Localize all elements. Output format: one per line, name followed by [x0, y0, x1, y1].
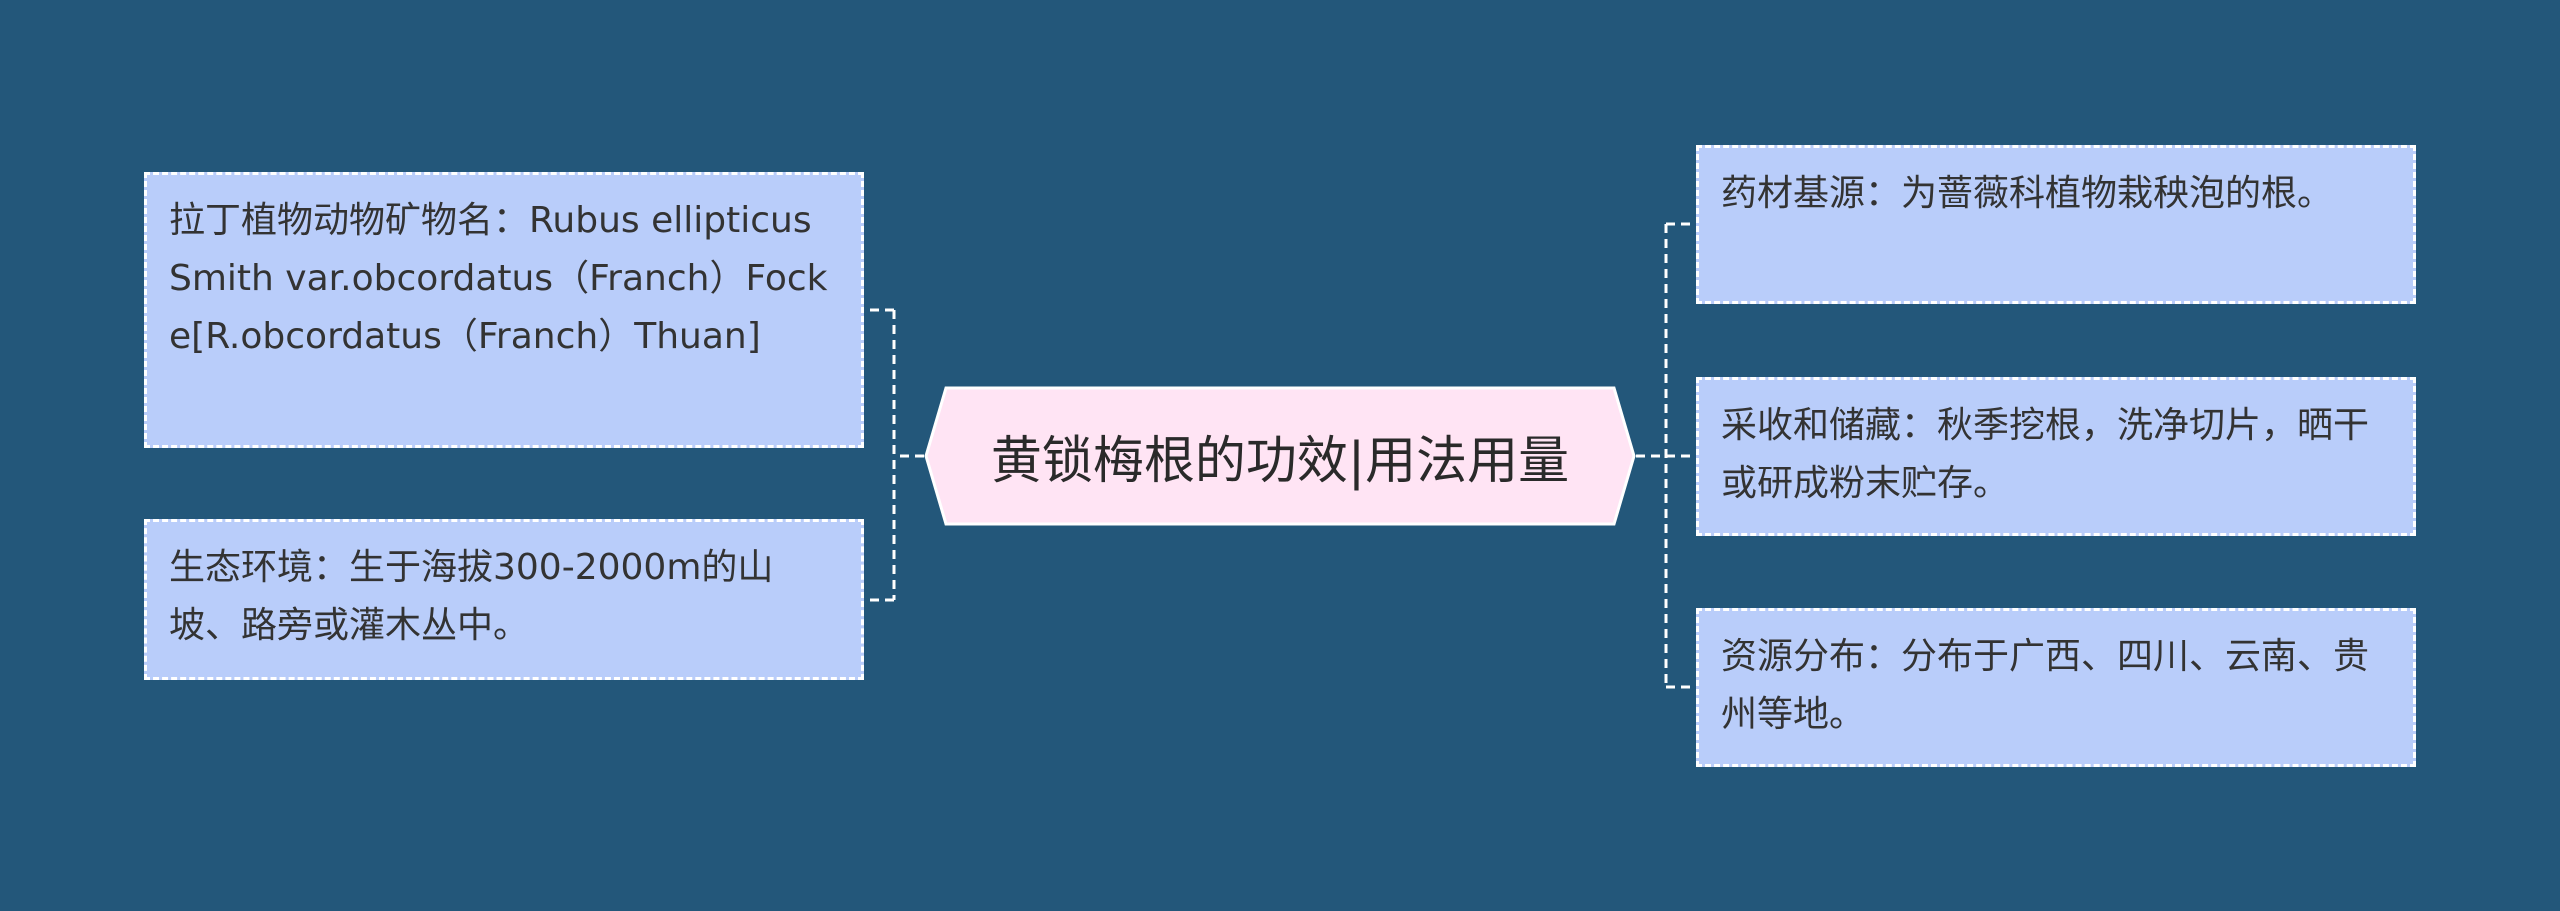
- topic-resource-distribution-text: 资源分布：分布于广西、四川、云南、贵州等地。: [1721, 636, 2370, 735]
- central-topic-title: 黄锁梅根的功效|用法用量: [990, 432, 1570, 491]
- central-topic-shape: [924, 386, 1636, 526]
- topic-resource-distribution[interactable]: 资源分布：分布于广西、四川、云南、贵州等地。: [1696, 608, 2416, 767]
- topic-medicinal-source-text: 药材基源：为蔷薇科植物栽秧泡的根。: [1721, 173, 2334, 214]
- topic-latin-name[interactable]: 拉丁植物动物矿物名：Rubus ellipticus Smith var.obc…: [144, 172, 864, 448]
- topic-harvest-storage-text: 采收和储藏：秋季挖根，洗净切片，晒干或研成粉末贮存。: [1721, 405, 2370, 504]
- topic-harvest-storage[interactable]: 采收和储藏：秋季挖根，洗净切片，晒干或研成粉末贮存。: [1696, 377, 2416, 536]
- topic-latin-name-text: 拉丁植物动物矿物名：Rubus ellipticus Smith var.obc…: [169, 200, 828, 357]
- topic-medicinal-source[interactable]: 药材基源：为蔷薇科植物栽秧泡的根。: [1696, 145, 2416, 304]
- topic-ecological-environment-text: 生态环境：生于海拔300-2000m的山坡、路旁或灌木丛中。: [169, 547, 774, 646]
- central-topic[interactable]: 黄锁梅根的功效|用法用量: [924, 386, 1636, 526]
- topic-ecological-environment[interactable]: 生态环境：生于海拔300-2000m的山坡、路旁或灌木丛中。: [144, 519, 864, 680]
